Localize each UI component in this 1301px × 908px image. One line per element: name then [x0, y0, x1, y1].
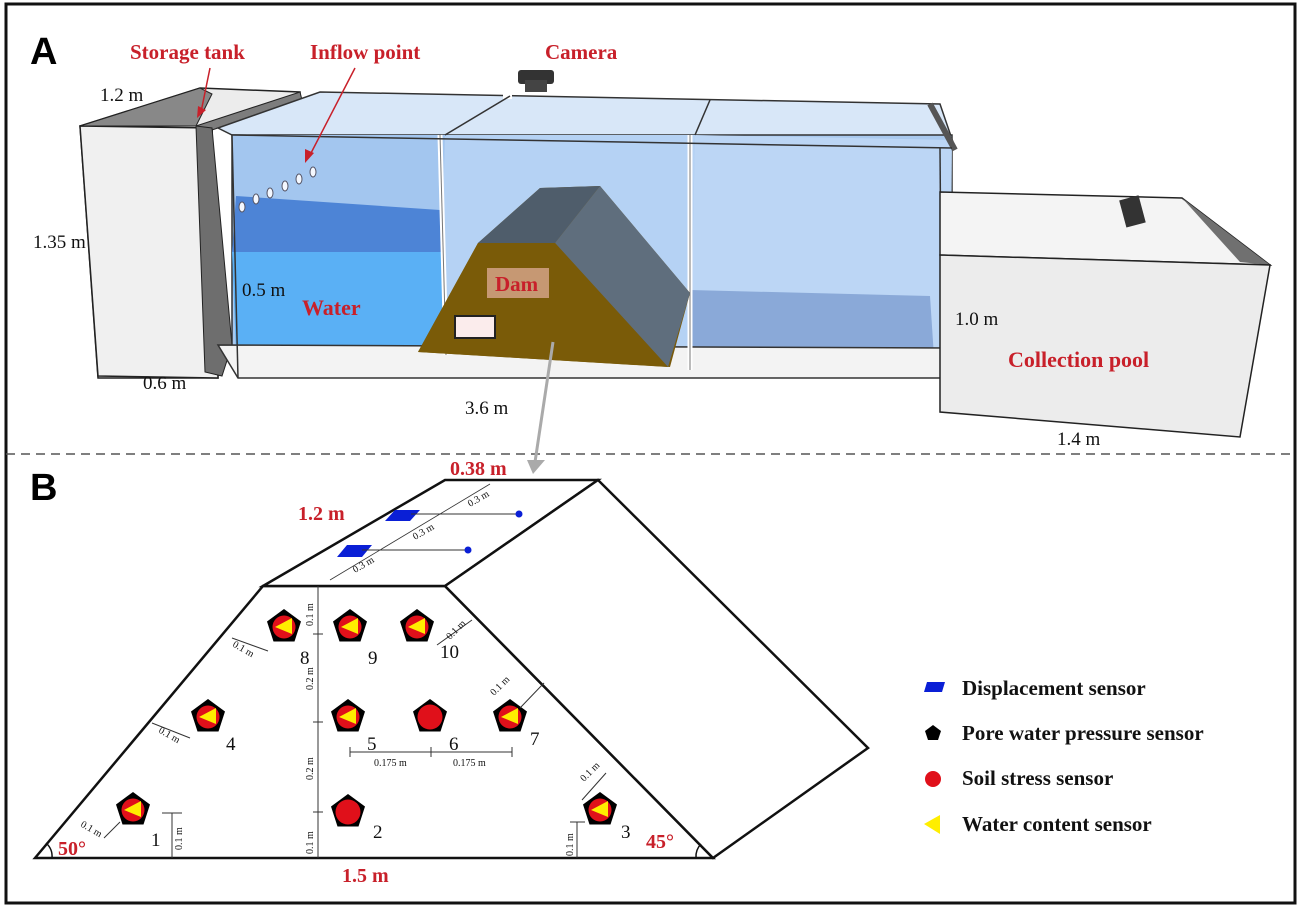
base-width-dim: 1.5 m	[342, 865, 389, 887]
water-label: Water	[302, 295, 361, 320]
legend-soil-stress: Soil stress sensor	[962, 766, 1113, 790]
storage-tank-arrow	[200, 67, 211, 113]
sensor-number-6: 6	[449, 734, 459, 755]
sensor-number-10: 10	[440, 642, 459, 663]
right-angle-dim: 45°	[646, 831, 674, 853]
dim-0-175-left: 0.175 m	[374, 758, 407, 769]
sensor-number-7: 7	[530, 729, 540, 750]
tank-length-dim: 0.6 m	[143, 373, 187, 394]
sensor-number-9: 9	[368, 648, 378, 669]
sensor-number-4: 4	[226, 734, 236, 755]
pore-pressure-sensor-icon	[925, 725, 941, 740]
legend-water-content: Water content sensor	[962, 812, 1152, 836]
collection-pool-label: Collection pool	[1008, 347, 1149, 372]
tank-width-dim: 1.2 m	[100, 85, 144, 106]
sensor-number-2: 2	[373, 822, 383, 843]
dimension-lines	[103, 586, 607, 858]
panel-a-letter: A	[30, 31, 57, 73]
dim-0-2-v-upper: 0.2 m	[305, 667, 316, 690]
collection-pool	[939, 191, 1273, 438]
legend-displacement: Displacement sensor	[962, 676, 1146, 700]
dim-0-1-s3-v: 0.1 m	[565, 833, 576, 856]
panel-b-letter: B	[30, 467, 57, 509]
camera-label: Camera	[545, 40, 618, 64]
water-content-sensor-icon	[924, 815, 940, 834]
flume-length-dim: 3.6 m	[465, 398, 509, 419]
left-angle-dim: 50°	[58, 838, 86, 860]
storage-tank	[79, 87, 303, 379]
dam-cross-section	[32, 478, 870, 860]
legend: Displacement sensor Pore water pressure …	[924, 676, 1204, 836]
displacement-sensors	[329, 483, 523, 581]
inflow-point-label: Inflow point	[310, 40, 420, 64]
dam	[418, 186, 690, 367]
sensor-number-8: 8	[300, 648, 310, 669]
inflow-arrow	[309, 67, 356, 156]
height-dim: 1.35 m	[33, 232, 86, 253]
zoom-connector	[533, 341, 555, 463]
storage-tank-label: Storage tank	[130, 40, 245, 64]
legend-pore-pressure: Pore water pressure sensor	[962, 721, 1204, 745]
crest-width-dim: 0.38 m	[450, 458, 507, 480]
flume-height-dim: 1.0 m	[955, 309, 999, 330]
inflow-holes	[238, 166, 317, 213]
displacement-sensor-icon	[924, 682, 945, 692]
dim-0-1-s1-v: 0.1 m	[174, 827, 185, 850]
sensor-number-1: 1	[151, 830, 161, 851]
water-depth-dim: 0.5 m	[242, 280, 286, 301]
sensor-number-3: 3	[621, 822, 631, 843]
dam-label: Dam	[495, 272, 539, 296]
soil-stress-sensor-icon	[925, 771, 941, 787]
dim-0-175-right: 0.175 m	[453, 758, 486, 769]
dim-0-2-v-lower: 0.2 m	[305, 757, 316, 780]
dim-0-1-v-bottom: 0.1 m	[305, 831, 316, 854]
camera-icon	[518, 70, 554, 92]
pool-length-dim: 1.4 m	[1057, 429, 1101, 450]
sensor-number-5: 5	[367, 734, 377, 755]
crest-length-dim: 1.2 m	[298, 503, 345, 525]
dim-0-1-v-top: 0.1 m	[305, 603, 316, 626]
